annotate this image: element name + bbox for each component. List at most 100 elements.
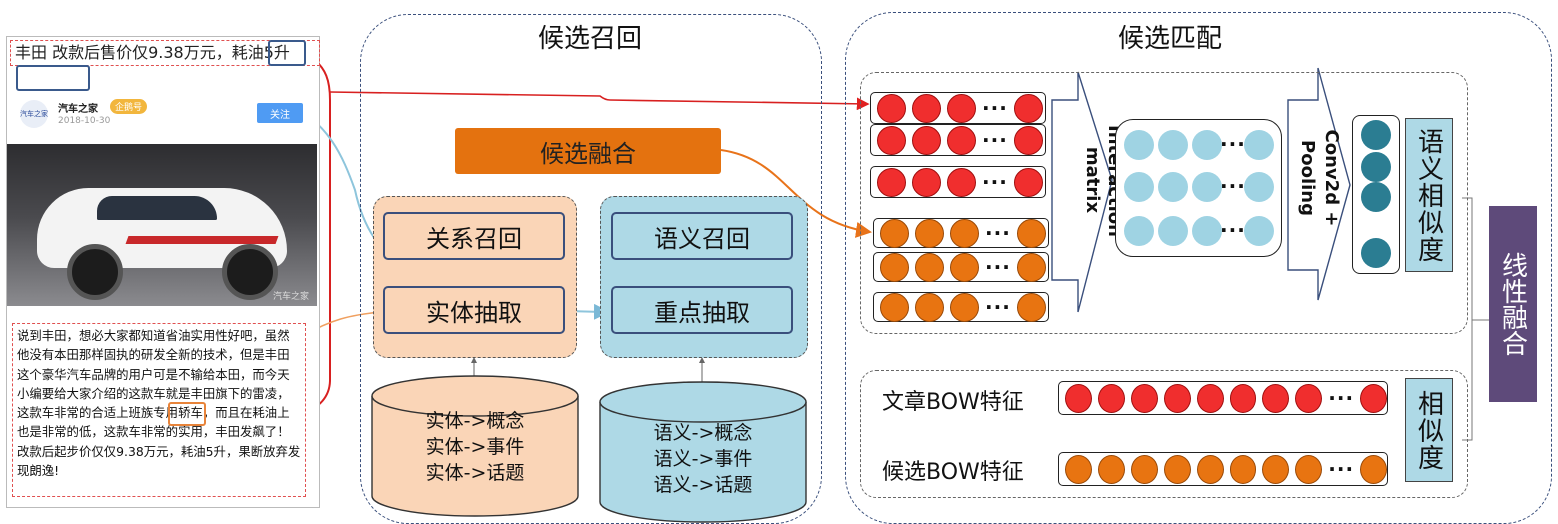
ellipsis: ···	[1220, 132, 1246, 156]
matrix-cell	[1124, 130, 1154, 160]
red-dot	[1013, 125, 1043, 155]
ellipsis: ···	[1220, 218, 1246, 242]
red-dot	[877, 167, 906, 197]
candidate-bow-label: 候选BOW特征	[882, 460, 1024, 485]
matrix-cell	[1244, 172, 1274, 202]
ellipsis: ···	[1328, 457, 1355, 481]
relation-recall-box: 关系召回	[383, 212, 565, 260]
red-dot	[1360, 383, 1387, 413]
ellipsis: ···	[1328, 386, 1355, 410]
semantic-recall-box: 语义召回	[611, 212, 793, 260]
orange-dot	[950, 218, 979, 248]
recall-title: 候选召回	[537, 24, 642, 54]
key-extract-box: 重点抽取	[611, 286, 793, 334]
highlight-model	[168, 402, 206, 426]
article-body: 说到丰田，想必大家都知道省油实用性好吧，虽然他没有本田那样固执的研发全新的技术，…	[12, 323, 306, 497]
semantic-db-line: 语义->概念	[653, 422, 753, 444]
entity-db-line: 实体->话题	[425, 462, 525, 484]
pooled-cell	[1361, 238, 1391, 268]
bow-section	[860, 370, 1468, 498]
follow-button[interactable]: 关注	[257, 103, 303, 123]
orange-dot	[1163, 454, 1191, 484]
orange-dot	[1065, 454, 1092, 484]
pooled-cell	[1361, 152, 1391, 182]
matrix-cell	[1192, 172, 1222, 202]
orange-dot	[915, 292, 944, 322]
orange-dot	[1229, 454, 1257, 484]
red-dot	[1097, 383, 1125, 413]
red-dot	[1065, 383, 1092, 413]
car-wheel	[222, 244, 278, 300]
matrix-cell	[1192, 130, 1222, 160]
ellipsis: ···	[985, 255, 1011, 279]
highlight-fuel	[268, 40, 306, 66]
car-photo: 汽车之家	[7, 144, 317, 306]
orange-dot	[915, 252, 944, 282]
pooled-cell	[1361, 182, 1391, 212]
linear-fusion-box: 线性融合	[1489, 206, 1537, 402]
similarity-label: 相似度	[1405, 378, 1453, 482]
orange-vector: ···	[873, 218, 1049, 248]
author-avatar: 汽车之家	[20, 100, 48, 128]
car-stripe-shape	[125, 236, 279, 244]
article-bow-label: 文章BOW特征	[882, 390, 1024, 415]
orange-dot	[880, 218, 909, 248]
orange-dot	[1016, 292, 1046, 322]
semantic-similarity-label: 语义相似度	[1405, 118, 1453, 272]
matrix-cell	[1124, 172, 1154, 202]
entity-extract-box: 实体抽取	[383, 286, 565, 334]
orange-dot	[1360, 454, 1387, 484]
semantic-db-line: 语义->事件	[653, 448, 753, 470]
orange-dot	[1016, 252, 1046, 282]
author-name: 汽车之家	[58, 104, 98, 115]
fusion-arrow	[720, 149, 872, 238]
conv-chevron	[1287, 67, 1351, 301]
ellipsis: ···	[1220, 174, 1246, 198]
match-title: 候选匹配	[1117, 24, 1222, 54]
red-dot	[1013, 167, 1043, 197]
orange-dot	[880, 252, 909, 282]
red-dot	[1130, 383, 1158, 413]
orange-dot	[1130, 454, 1158, 484]
entity-db-line: 实体->概念	[425, 410, 525, 432]
red-dot	[877, 93, 906, 123]
orange-dot	[950, 292, 979, 322]
candidate-fusion-box: 候选融合	[455, 128, 721, 174]
car-window-shape	[97, 196, 217, 220]
orange-dot	[1016, 218, 1046, 248]
red-dot	[947, 167, 976, 197]
red-dot	[1196, 383, 1224, 413]
matrix-cell	[1244, 130, 1274, 160]
article-bow-vector: ···	[1058, 381, 1388, 415]
semantic-db-line: 语义->话题	[653, 474, 753, 496]
red-arrow	[329, 91, 870, 111]
article-title: 丰田 改款后售价仅9.38万元，耗油5升	[10, 40, 320, 66]
red-dot	[1262, 383, 1290, 413]
candidate-bow-vector: ···	[1058, 452, 1388, 486]
car-wheel	[67, 244, 123, 300]
matrix-cell	[1124, 216, 1154, 246]
interaction-section	[860, 72, 1468, 334]
orange-vector: ···	[873, 292, 1049, 322]
pooled-vector	[1352, 115, 1400, 274]
highlight-fuel-cont	[16, 65, 90, 91]
red-dot	[877, 125, 906, 155]
ellipsis: ···	[982, 96, 1008, 120]
matrix-cell	[1244, 216, 1274, 246]
photo-watermark: 汽车之家	[272, 292, 309, 302]
red-dot	[947, 93, 976, 123]
orange-dot	[1295, 454, 1323, 484]
red-dot	[912, 167, 941, 197]
ellipsis: ···	[985, 295, 1011, 319]
entity-db-label: 实体->概念 实体->事件 实体->话题	[372, 408, 578, 486]
matrix-cell	[1158, 216, 1188, 246]
orange-dot	[1262, 454, 1290, 484]
matrix-cell	[1158, 172, 1188, 202]
interaction-chevron	[1051, 71, 1113, 313]
article-date: 2018-10-30	[58, 116, 111, 126]
interaction-matrix: ··· ··· ···	[1115, 119, 1282, 257]
red-vector: ···	[870, 92, 1046, 124]
red-dot	[1295, 383, 1323, 413]
ellipsis: ···	[985, 221, 1011, 245]
